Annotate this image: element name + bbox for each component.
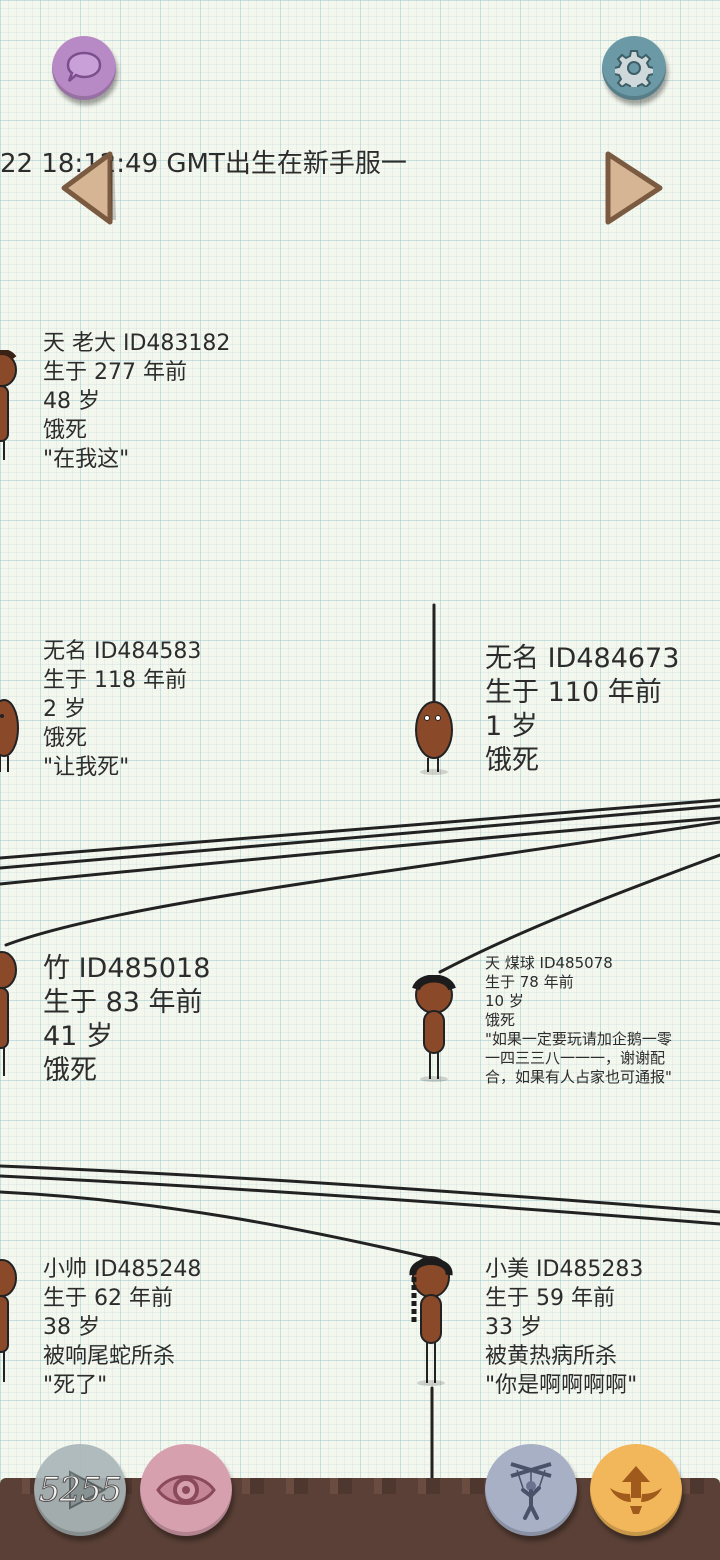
character-avatar[interactable] [410, 975, 460, 1085]
person-info-485248: 小帅 ID485248 生于 62 年前 38 岁 被响尾蛇所杀 "死了" [43, 1257, 202, 1398]
person-info-484583: 无名 ID484583 生于 118 年前 2 岁 饿死 "让我死" [43, 639, 202, 780]
character-avatar[interactable] [0, 350, 22, 465]
play-button[interactable]: 5255 [34, 1444, 126, 1536]
birth-info-text: 22 18:12:49 GMT出生在新手服一 [0, 149, 407, 179]
eye-icon [156, 1475, 216, 1505]
play-count-label: 5255 [38, 1470, 123, 1511]
winged-arrow-icon [610, 1466, 662, 1514]
prev-arrow-button[interactable] [54, 148, 118, 228]
person-info-485078: 天 煤球 ID485078 生于 78 年前 10 岁 饿死 "如果一定要玩请加… [485, 954, 672, 1086]
play-icon [69, 1470, 107, 1510]
person-info-485018: 竹 ID485018 生于 83 年前 41 岁 饿死 [43, 953, 211, 1086]
puppet-button[interactable] [485, 1444, 577, 1536]
gear-icon [615, 50, 653, 87]
chat-bubble-icon [66, 51, 102, 82]
person-info-485283: 小美 ID485283 生于 59 年前 33 岁 被黄热病所杀 "你是啊啊啊啊… [485, 1257, 644, 1398]
person-info-483182: 天 老大 ID483182 生于 277 年前 48 岁 饿死 "在我这" [43, 331, 231, 472]
settings-button[interactable] [602, 36, 666, 100]
character-avatar[interactable] [0, 1258, 22, 1388]
character-avatar[interactable] [0, 698, 22, 776]
character-avatar[interactable] [405, 1255, 460, 1390]
view-button[interactable] [140, 1444, 232, 1536]
person-info-484673: 无名 ID484673 生于 110 年前 1 岁 饿死 [485, 643, 680, 776]
upgrade-button[interactable] [590, 1444, 682, 1536]
character-avatar[interactable] [410, 700, 460, 775]
chat-button[interactable] [52, 36, 116, 100]
puppet-icon [510, 1462, 552, 1520]
next-arrow-button[interactable] [600, 148, 670, 228]
character-avatar[interactable] [0, 950, 22, 1080]
